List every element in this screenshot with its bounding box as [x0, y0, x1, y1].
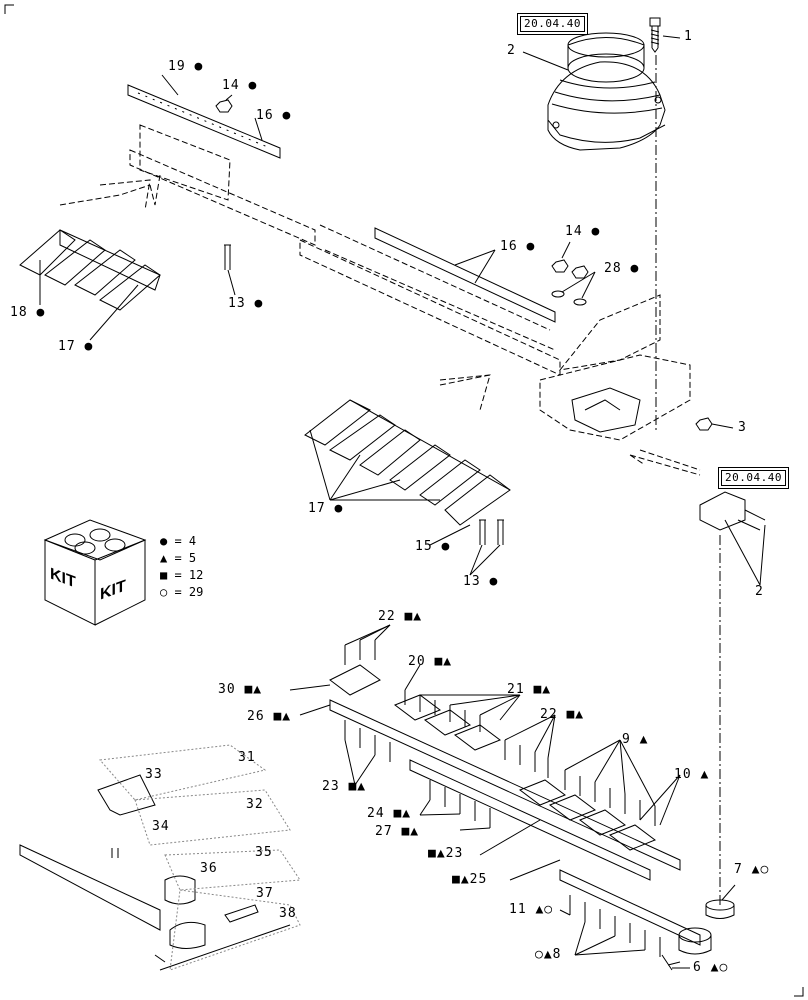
callout-14-upper: 14 ●: [222, 78, 258, 93]
legend-row: ■ = 12: [160, 567, 203, 584]
leader-1: [662, 35, 681, 39]
callout-9: 9 ▲: [622, 732, 649, 747]
callout-22-top: 22 ■▲: [378, 609, 423, 624]
leaders-upper: [39, 74, 766, 586]
callout-16-upper: 16 ●: [256, 108, 292, 123]
callout-15: 15 ●: [415, 539, 451, 554]
callout-13-upper: 13 ●: [228, 296, 264, 311]
knife-bar-lower: [329, 664, 701, 946]
callout-2-adapter: 2: [755, 584, 764, 599]
legend-symbol: ○: [160, 585, 168, 599]
legend-row: ● = 4: [160, 533, 203, 550]
callout-7: 7 ▲○: [734, 862, 770, 877]
callout-16-lower: 16 ●: [500, 239, 536, 254]
callout-36: 36: [200, 861, 218, 876]
callout-28: 28 ●: [604, 261, 640, 276]
callout-8: ○▲8: [535, 947, 562, 962]
center-plate: [539, 294, 691, 441]
callout-24: 24 ■▲: [367, 806, 412, 821]
callout-21: 21 ■▲: [507, 682, 552, 697]
callout-37: 37: [256, 886, 274, 901]
corner-mark-bottom-right: [794, 987, 804, 997]
callout-17-right: 17 ●: [308, 501, 344, 516]
callout-38: 38: [279, 906, 297, 921]
callout-18: 18 ●: [10, 305, 46, 320]
bolts-13: [224, 244, 504, 545]
legend-symbol: ■: [160, 568, 168, 582]
legend-value: = 4: [174, 534, 197, 548]
upper-knife-bar: [127, 84, 561, 376]
legend-row: ▲ = 5: [160, 550, 203, 567]
callout-22-mid: 22 ■▲: [540, 707, 585, 722]
reference-box-right: 20.04.40: [718, 467, 789, 489]
callout-33: 33: [145, 767, 163, 782]
callout-10: 10 ▲: [674, 767, 710, 782]
legend-row: ○ = 29: [160, 584, 203, 601]
callout-34: 34: [152, 819, 170, 834]
callout-6: 6 ▲○: [693, 960, 729, 975]
bottom-left-components: [19, 744, 301, 971]
legend-value: = 12: [174, 568, 204, 582]
reference-box-top: 20.04.40: [517, 13, 588, 35]
leaders-lower: [289, 624, 736, 969]
adapter-2-illustration: [699, 491, 766, 531]
leader-2: [522, 51, 569, 71]
callout-13-lower: 13 ●: [463, 574, 499, 589]
bushing-7-illustration: [705, 899, 735, 919]
callout-32: 32: [246, 797, 264, 812]
direction-arrows: [99, 179, 701, 476]
callout-2-drive: 2: [507, 43, 516, 58]
drive-unit-illustration: [547, 32, 666, 151]
callout-19: 19 ●: [168, 59, 204, 74]
legend-symbol: ●: [160, 534, 168, 548]
guard-assembly-left: [19, 174, 161, 311]
callout-26: 26 ■▲: [247, 709, 292, 724]
callout-20: 20 ■▲: [408, 654, 453, 669]
callout-25: ■▲25: [452, 872, 488, 887]
kit-box-illustration: [43, 519, 147, 626]
callout-11: 11 ▲○: [509, 902, 554, 917]
callout-17-left: 17 ●: [58, 339, 94, 354]
callout-35: 35: [255, 845, 273, 860]
corner-mark-top-left: [4, 4, 14, 14]
guard-assembly-right: [304, 374, 511, 526]
legend-value: = 29: [174, 585, 204, 599]
legend-symbol: ▲: [160, 551, 168, 565]
callout-23-right: ■▲23: [428, 846, 464, 861]
bolt-1-illustration: [649, 17, 661, 53]
callout-31: 31: [238, 750, 256, 765]
kit-legend: ● = 4 ▲ = 5 ■ = 12 ○ = 29: [160, 533, 203, 601]
callout-30: 30 ■▲: [218, 682, 263, 697]
legend-value: = 5: [174, 551, 197, 565]
callout-27: 27 ■▲: [375, 824, 420, 839]
callout-14-lower: 14 ●: [565, 224, 601, 239]
nuts-14-washers-28: [215, 99, 713, 431]
callout-3: 3: [738, 420, 747, 435]
callout-1: 1: [684, 29, 693, 44]
clamp-head-illustration: [661, 927, 712, 971]
rivets-lower: [344, 640, 661, 957]
callout-23-left: 23 ■▲: [322, 779, 367, 794]
